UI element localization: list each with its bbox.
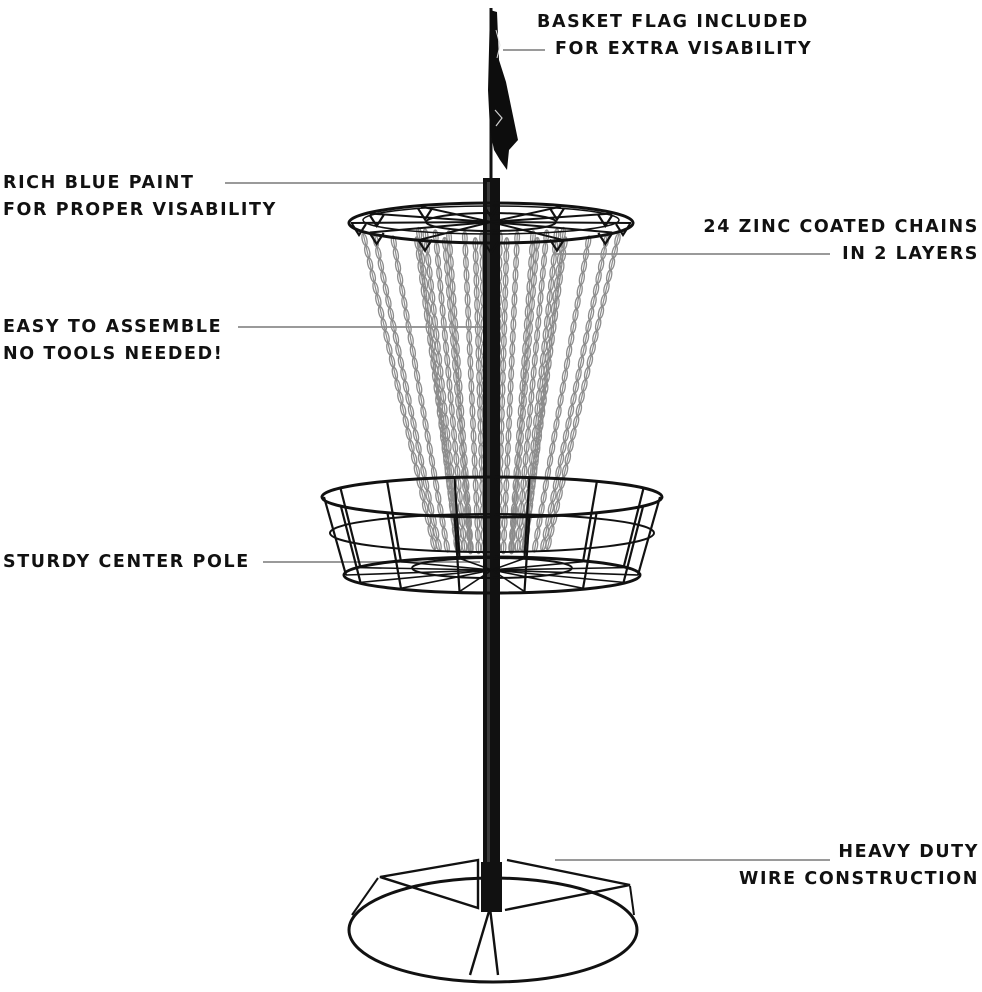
wire-base <box>347 858 639 984</box>
center-pole <box>483 178 500 908</box>
callout-chains-line-1: 24 ZINC COATED CHAINS <box>703 217 979 237</box>
callout-assemble-line-1: EASY TO ASSEMBLE <box>3 317 223 337</box>
callout-chains: 24 ZINC COATED CHAINS IN 2 LAYERS <box>703 214 979 268</box>
callout-wire: HEAVY DUTY WIRE CONSTRUCTION <box>739 839 979 893</box>
callout-flag: BASKET FLAG INCLUDED FOR EXTRA VISABILIT… <box>537 9 812 63</box>
callout-assemble-line-2: NO TOOLS NEEDED! <box>3 344 224 364</box>
callout-wire-line-1: HEAVY DUTY <box>838 842 979 862</box>
callout-wire-line-2: WIRE CONSTRUCTION <box>739 869 979 889</box>
callout-paint: RICH BLUE PAINT FOR PROPER VISABILITY <box>3 170 277 224</box>
chain-support-ring <box>347 201 635 256</box>
callout-assemble: EASY TO ASSEMBLE NO TOOLS NEEDED! <box>3 314 223 368</box>
basket-tray <box>320 475 664 595</box>
callout-pole-line-1: STURDY CENTER POLE <box>3 552 250 572</box>
callout-paint-line-2: FOR PROPER VISABILITY <box>3 200 277 220</box>
callout-pole: STURDY CENTER POLE <box>3 549 250 576</box>
callout-flag-line-2: FOR EXTRA VISABILITY <box>555 39 813 59</box>
callout-flag-line-1: BASKET FLAG INCLUDED <box>537 12 809 32</box>
basket-flag <box>488 8 518 180</box>
callout-chains-line-2: IN 2 LAYERS <box>842 244 979 264</box>
callout-paint-line-1: RICH BLUE PAINT <box>3 173 195 193</box>
